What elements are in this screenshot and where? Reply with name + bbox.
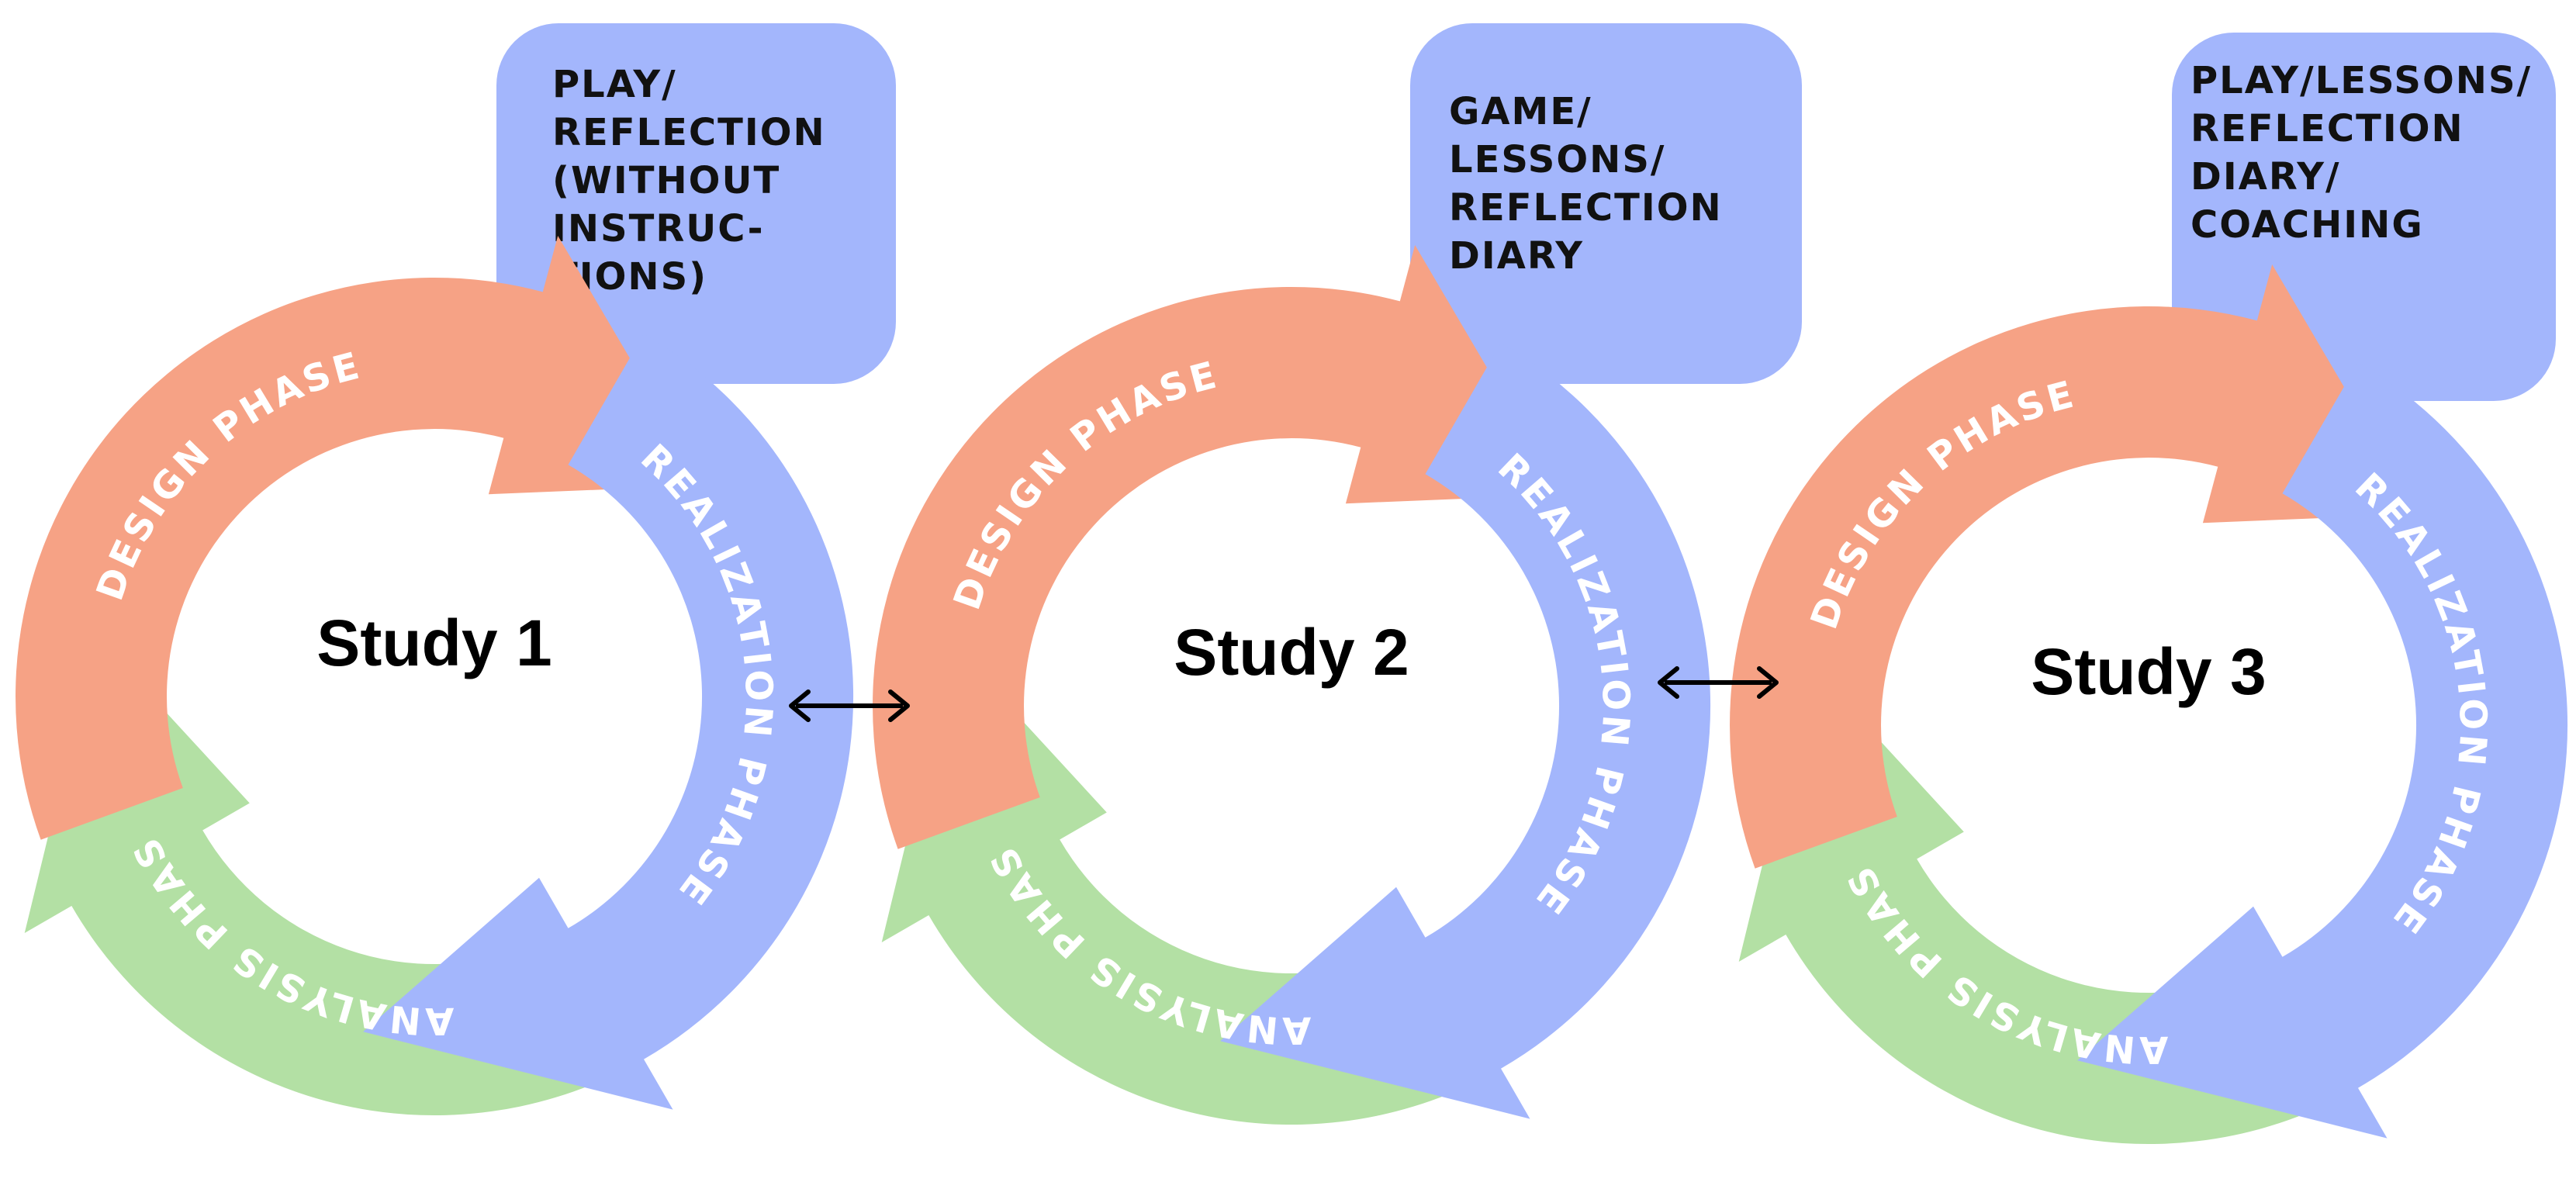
design-phase-arrow	[16, 236, 705, 840]
study-title: Study 2	[1174, 616, 1409, 689]
activity-box-line: GAME/	[1449, 90, 1592, 133]
arrowhead-right-icon	[1757, 666, 1779, 699]
activity-box-text: PLAY/LESSONS/REFLECTION DIARY/COACHING	[2190, 59, 2532, 247]
activity-box-line: COACHING	[2190, 203, 2424, 247]
realization-phase-arrow	[1220, 343, 1711, 1119]
activity-box-background	[1410, 23, 1802, 384]
realization-phase-arrow	[363, 334, 854, 1110]
activity-box-line: PLAY/	[552, 63, 677, 106]
study-title: Study 1	[316, 607, 552, 679]
bidirectional-arrow-connector	[789, 690, 910, 722]
activity-box-line: (WITHOUT	[552, 159, 780, 202]
activity-box-line: REFLECTION	[2190, 107, 2464, 150]
activity-box-line: DIARY/	[2190, 155, 2340, 199]
activity-box-line: DIARY	[1449, 234, 1584, 278]
activity-box-line: REFLECTION	[552, 111, 826, 154]
activity-box-line: REFLECTION	[1449, 186, 1723, 230]
bidirectional-arrow-connector	[1658, 666, 1779, 699]
study-title: Study 3	[2031, 635, 2266, 708]
design-phase-arrow	[873, 245, 1562, 849]
activity-box-line: PLAY/LESSONS/	[2190, 59, 2532, 102]
arrowhead-left-icon	[789, 690, 811, 722]
arrowhead-left-icon	[1658, 666, 1679, 699]
design-phase-arrow	[1730, 264, 2419, 869]
activity-box-line: LESSONS/	[1449, 138, 1665, 181]
activity-box-background	[496, 23, 896, 384]
activity-box-line: INSTRUC-	[552, 207, 765, 251]
arrowhead-right-icon	[888, 690, 910, 722]
realization-phase-arrow	[2077, 362, 2568, 1139]
